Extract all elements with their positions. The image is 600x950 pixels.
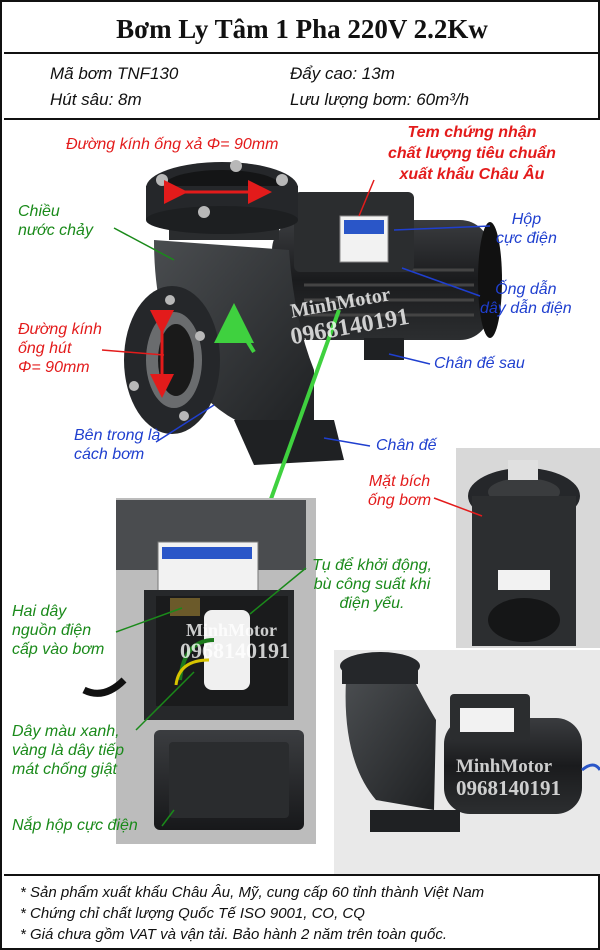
page-title: Bơm Ly Tâm 1 Pha 220V 2.2Kw [4,4,600,54]
callout-lines [101,179,491,447]
product-photo-area: MinhMotor 0968140191 MinhMotor 096814019… [4,120,600,874]
label-inside-insulated: Bên trong là cách bơm [74,427,161,463]
flange-photo [456,448,600,648]
label-pump-flange: Mặt bích ống bơm [368,473,432,509]
spec-suction: Hút sâu: 8m [50,90,142,109]
footer-notes: * Sản phẩm xuất khẩu Châu Âu, Mỹ, cung c… [4,874,600,950]
pump-side-photo [334,650,600,874]
main-pump [124,160,502,465]
pump-illustration [82,160,600,874]
watermark-brand-3: MinhMotor [456,756,553,777]
label-terminal-box: Hộp cực điện [496,211,557,247]
label-rear-foot: Chân đế sau [434,355,525,372]
watermark-brand-2: MinhMotor [186,620,277,640]
watermark-phone-3: 0968140191 [456,776,561,800]
label-two-wires: Hai dây nguồn điện cấp vào bơm [12,603,105,658]
footer-note-3: * Giá chưa gồm VAT và vận tải. Bảo hành … [20,926,447,943]
watermark-phone-2: 0968140191 [180,638,290,663]
label-box-cover: Nắp hộp cực điện [12,817,138,834]
label-inlet-diameter: Đường kính ống hút Φ= 90mm [18,321,102,376]
label-outlet-diameter: Đường kính ống xả Φ= 90mm [66,136,279,153]
spec-panel: Mã bơm TNF130 Đẩy cao: 13m Hút sâu: 8m L… [4,54,600,120]
label-base-foot: Chân đế [376,437,437,454]
label-certification: Tem chứng nhận chất lượng tiêu chuẩn xuấ… [388,124,556,183]
footer-note-1: * Sản phẩm xuất khẩu Châu Âu, Mỹ, cung c… [20,884,485,901]
footer-note-2: * Chứng chỉ chất lượng Quốc Tế ISO 9001,… [20,905,365,922]
label-flow-direction: Chiều nước chảy [18,203,93,239]
spec-head: Đẩy cao: 13m [290,64,395,83]
label-ground-wire: Dây màu xanh, vàng là dây tiếp mát chống… [12,723,125,778]
label-capacitor: Tụ để khởi động, bù công suất khi điện y… [312,557,432,612]
spec-model: Mã bơm TNF130 [50,64,179,83]
spec-flow: Lưu lượng bơm: 60m³/h [290,90,470,109]
terminal-box-detail [82,498,316,844]
label-wire-conduit: Ống dẫn dây dẫn điện [480,281,572,317]
